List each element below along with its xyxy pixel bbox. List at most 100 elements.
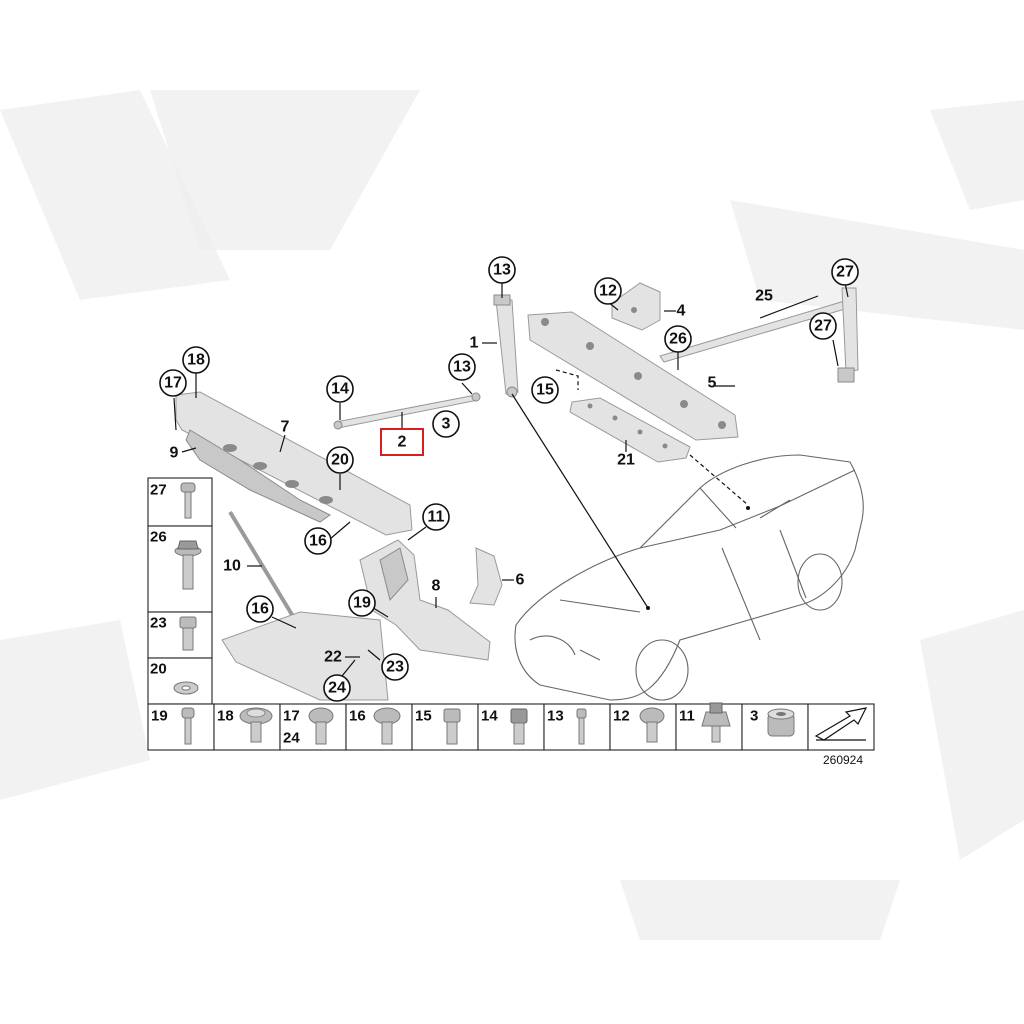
svg-text:18: 18: [217, 708, 234, 725]
wide-screw-icon: [239, 707, 273, 743]
side-legend-item-27[interactable]: 27: [150, 482, 196, 519]
clip-nut-icon: [701, 702, 731, 743]
slim-bolt-icon: [180, 482, 196, 519]
label-part-21[interactable]: 21: [617, 452, 635, 469]
callout-13-top[interactable]: 13: [488, 256, 516, 284]
callout-13-mid[interactable]: 13: [448, 353, 476, 381]
svg-text:26: 26: [150, 529, 167, 546]
callout-19[interactable]: 19: [348, 589, 376, 617]
round-screw-icon: [308, 707, 334, 745]
svg-text:24: 24: [328, 680, 346, 697]
svg-text:13: 13: [453, 359, 471, 376]
callout-26[interactable]: 26: [664, 325, 692, 353]
strut-part-1: [493, 294, 519, 398]
direction-arrow-icon: [814, 707, 868, 741]
label-part-8[interactable]: 8: [432, 578, 441, 595]
bottom-legend-item-16[interactable]: 16: [349, 707, 401, 745]
label-part-10[interactable]: 10: [223, 558, 241, 575]
callout-27-lower[interactable]: 27: [809, 312, 837, 340]
label-part-9[interactable]: 9: [170, 445, 179, 462]
bracket-part-6: [469, 547, 503, 606]
side-legend-item-20[interactable]: 20: [150, 661, 199, 695]
round-screw-icon: [639, 707, 665, 743]
bolt-icon: [181, 707, 195, 745]
reinforcement-part-7: [175, 391, 413, 536]
svg-text:12: 12: [599, 283, 617, 300]
callout-23[interactable]: 23: [381, 653, 409, 681]
svg-text:27: 27: [814, 318, 832, 335]
svg-text:15: 15: [415, 708, 432, 725]
svg-text:12: 12: [613, 708, 630, 725]
background-watermark: [0, 90, 1024, 940]
svg-text:27: 27: [150, 482, 167, 499]
support-plate-part-5: [527, 311, 739, 441]
bottom-legend-item-17-24[interactable]: 17 24: [283, 707, 334, 747]
callout-16-lower[interactable]: 16: [246, 595, 274, 623]
svg-text:13: 13: [547, 708, 564, 725]
hex-bolt-icon: [443, 708, 461, 745]
svg-text:16: 16: [251, 601, 269, 618]
callout-16-upper[interactable]: 16: [304, 527, 332, 555]
leader-lines: [173, 282, 849, 677]
side-legend-item-26[interactable]: 26: [150, 529, 202, 590]
bottom-legend: 19 18 17 24 16: [147, 702, 875, 751]
bottom-legend-item-15[interactable]: 15: [415, 708, 461, 745]
flange-bolt-icon: [174, 540, 202, 590]
panel-part-lower: [221, 611, 389, 701]
label-part-6[interactable]: 6: [516, 572, 525, 589]
callout-12[interactable]: 12: [594, 277, 622, 305]
hex-bolt-icon: [179, 616, 197, 651]
bottom-legend-item-12[interactable]: 12: [613, 707, 665, 743]
round-screw-icon: [373, 707, 401, 745]
bottom-legend-item-13[interactable]: 13: [547, 708, 587, 745]
callout-3[interactable]: 3: [432, 410, 460, 438]
svg-text:26: 26: [669, 331, 687, 348]
side-legend-item-23[interactable]: 23: [150, 615, 197, 651]
rod-part-10: [228, 510, 302, 630]
svg-text:19: 19: [151, 708, 168, 725]
callout-11[interactable]: 11: [422, 503, 450, 531]
svg-text:17: 17: [164, 375, 182, 392]
svg-text:11: 11: [679, 708, 695, 725]
svg-text:15: 15: [536, 382, 554, 399]
hex-bolt-icon: [510, 708, 528, 745]
bottom-legend-item-18[interactable]: 18: [217, 707, 273, 743]
label-part-4[interactable]: 4: [677, 303, 686, 320]
washer-icon: [173, 681, 199, 695]
svg-text:14: 14: [481, 708, 498, 725]
bottom-legend-item-11[interactable]: 11: [679, 702, 731, 743]
svg-text:13: 13: [493, 262, 511, 279]
highlighted-part-2[interactable]: 2: [380, 428, 424, 456]
callout-15[interactable]: 15: [531, 376, 559, 404]
svg-text:16: 16: [349, 708, 366, 725]
svg-text:17: 17: [283, 708, 300, 725]
label-part-22[interactable]: 22: [324, 649, 342, 666]
svg-text:23: 23: [386, 659, 404, 676]
svg-text:11: 11: [428, 509, 445, 526]
svg-text:14: 14: [331, 381, 349, 398]
bar-part-25: [659, 287, 859, 383]
svg-text:24: 24: [283, 730, 300, 747]
label-part-5[interactable]: 5: [708, 375, 717, 392]
callout-18[interactable]: 18: [182, 346, 210, 374]
svg-text:2: 2: [398, 434, 407, 451]
callout-17[interactable]: 17: [159, 369, 187, 397]
label-part-25[interactable]: 25: [755, 288, 773, 305]
svg-text:19: 19: [353, 595, 371, 612]
side-legend: 27 26 23 20: [147, 477, 213, 705]
bottom-legend-item-14[interactable]: 14: [481, 708, 528, 745]
callout-27-top[interactable]: 27: [831, 258, 859, 286]
bracket-part-8: [359, 539, 491, 661]
strut-part-2: [333, 392, 481, 430]
callout-20[interactable]: 20: [326, 446, 354, 474]
label-part-7[interactable]: 7: [281, 419, 290, 436]
callout-14[interactable]: 14: [326, 375, 354, 403]
callout-24[interactable]: 24: [323, 674, 351, 702]
svg-text:27: 27: [836, 264, 854, 281]
bottom-legend-item-3[interactable]: 3: [750, 708, 795, 737]
label-part-1[interactable]: 1: [470, 335, 479, 352]
bottom-legend-item-19[interactable]: 19: [151, 707, 195, 745]
bracket-part-4: [611, 282, 661, 331]
slim-bolt-icon: [576, 708, 587, 745]
